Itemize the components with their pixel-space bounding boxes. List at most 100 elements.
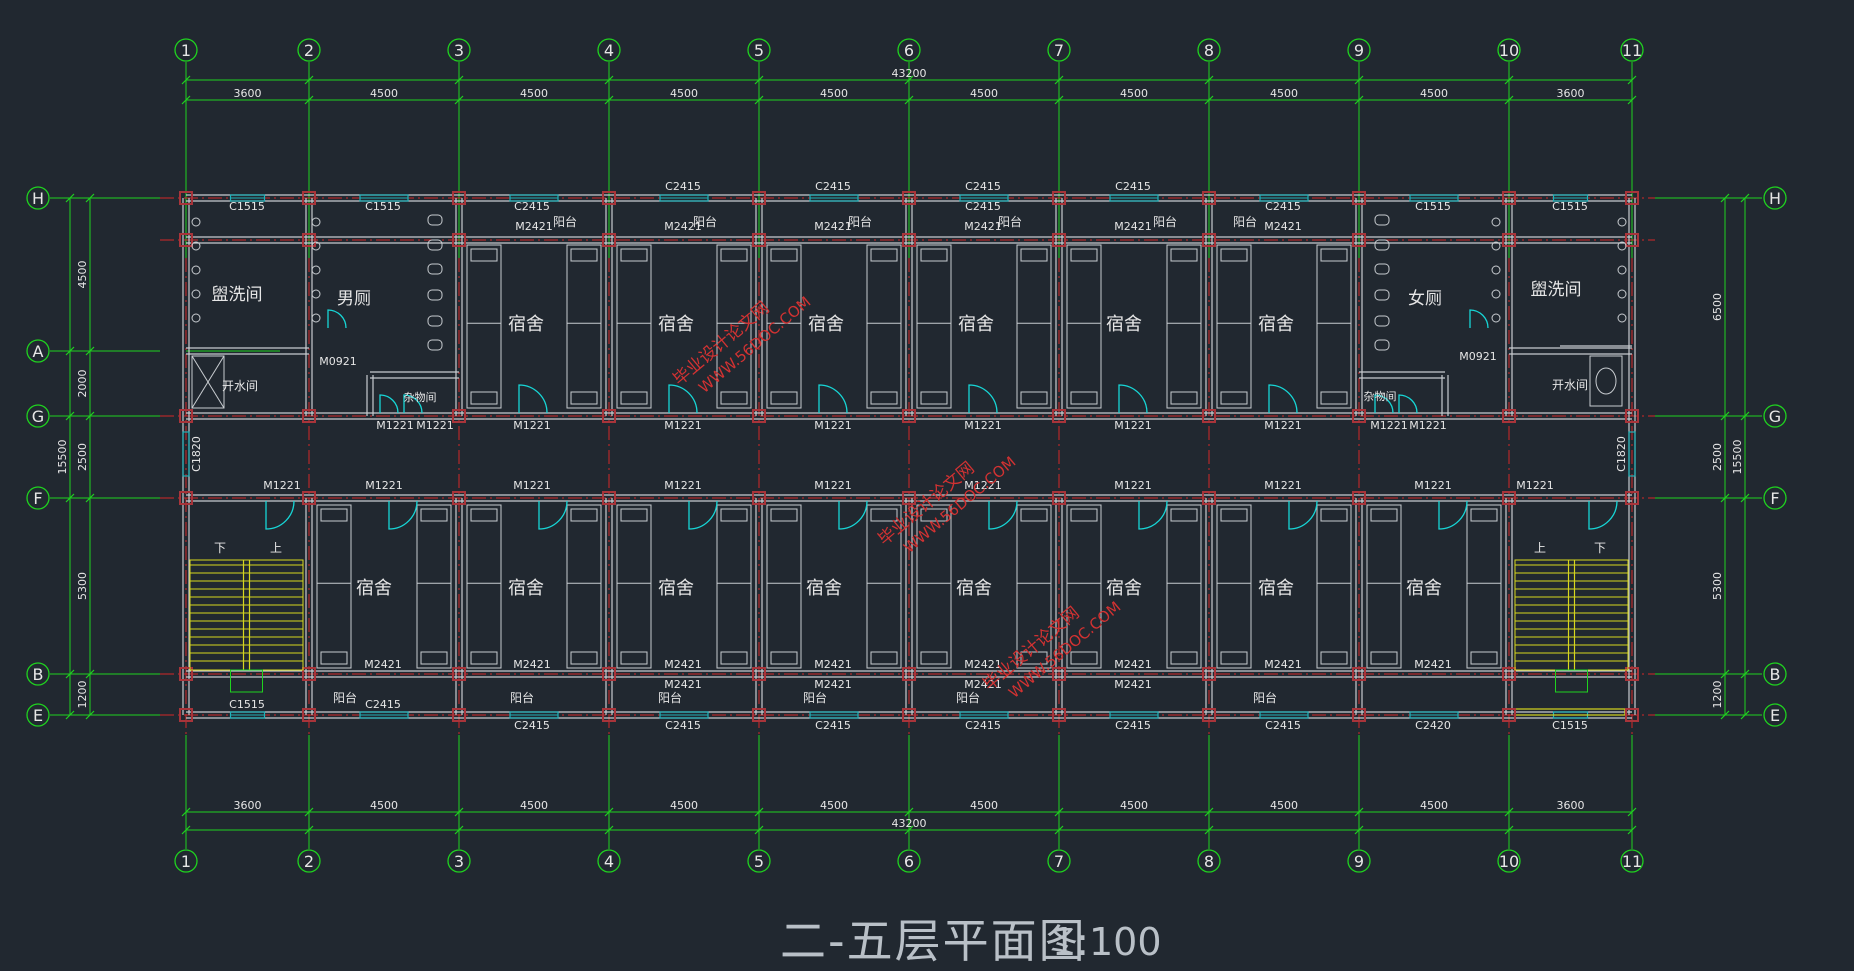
sink-fixture [311,265,321,275]
bed [916,244,952,409]
dim-text-bay-bottom: 3600 [234,799,262,812]
dim-tick [85,346,95,356]
dim-text-bay-bottom: 4500 [370,799,398,812]
axis-bubble-9 [1347,38,1371,62]
room-label-mens-toilet: 男厕 [337,289,371,309]
door-swing [818,384,848,414]
door-tag: M2421 [814,678,852,691]
axis-bubble-label-8: 8 [1204,852,1214,871]
window-layer [182,194,1636,719]
dim-text-bay-top: 4500 [970,87,998,100]
column [902,667,916,681]
pillow [470,391,498,405]
door-tag: M2421 [964,220,1002,233]
wall-layer [182,194,1636,719]
bed [1216,244,1252,409]
sink-fixture [311,313,321,323]
dim-tick [1740,710,1750,720]
column [1352,191,1366,205]
door-tag: M1221 [664,479,702,492]
dim-tick [1720,493,1730,503]
axis-bubble-label-7: 7 [1054,852,1064,871]
axis-bubble-label-10: 10 [1499,852,1519,871]
room-label-dorm: 宿舍 [658,578,694,599]
window-tag: C1820 [1615,436,1628,472]
column [302,708,316,722]
stair-label-down: 下 [214,541,226,555]
axis-bubble-label-E: E [33,706,43,725]
room-label-dorm: 宿舍 [806,578,842,599]
door-tag: M1221 [1114,419,1152,432]
pillow [1170,391,1198,405]
dim-text-bay-top: 4500 [1120,87,1148,100]
dim-text-bay-top: 4500 [1420,87,1448,100]
column [1502,233,1516,247]
axis-bubble-10 [1497,38,1521,62]
axis-bubble-label-4: 4 [604,852,614,871]
room-label-dorm: 宿舍 [508,314,544,335]
window-tag: C1820 [190,436,203,472]
dim-tick [1627,825,1637,835]
room-label-womens-toilet: 女厕 [1408,289,1442,309]
dim-tick [604,825,614,835]
pillow [1370,508,1398,522]
door-tag: M1221 [664,419,702,432]
door-tag: M1221 [964,419,1002,432]
axis-bubble-label-3: 3 [454,852,464,871]
dim-text-bay-top: 4500 [520,87,548,100]
axis-bubble-5 [747,849,771,873]
pillow [1220,508,1248,522]
column [1052,708,1066,722]
dim-text-left: 2000 [76,370,89,398]
door-swing [1268,384,1298,414]
column [179,191,193,205]
window-tag: C1515 [1415,200,1451,213]
column [302,491,316,505]
column [1352,667,1366,681]
column [752,409,766,423]
axis-bubble-5 [747,38,771,62]
dim-tick [1354,95,1364,105]
axis-bubble-label-9: 9 [1354,852,1364,871]
column [1202,667,1216,681]
dim-tick [181,825,191,835]
pillow [570,391,598,405]
door-swing [1588,500,1618,530]
dim-tick [65,411,75,421]
window-tag: C1515 [1552,719,1588,732]
sink-fixture [191,265,201,275]
window-tag: C2415 [665,180,701,193]
pillow [920,248,948,262]
dim-tick [65,710,75,720]
sink-fixture [1491,217,1501,227]
window-tag: C2415 [815,719,851,732]
column [1352,233,1366,247]
column [452,491,466,505]
door-swing [388,500,418,530]
window-tag: C2415 [514,200,550,213]
door-tag: M2421 [1114,658,1152,671]
axis-bubble-label-F: F [1770,489,1779,508]
sink-fixture [311,241,321,251]
dim-tick [604,807,614,817]
column [752,191,766,205]
pillow [470,248,498,262]
room-label-dorm: 宿舍 [1406,578,1442,599]
door-swing [1438,500,1468,530]
sink-fixture [1491,241,1501,251]
dim-tick [904,75,914,85]
column [902,233,916,247]
bed [1366,504,1402,669]
axis-bubble-label-B: B [1770,665,1781,684]
room-label-dorm: 宿舍 [956,578,992,599]
dim-tick [1504,75,1514,85]
bed [716,244,752,409]
door-swing [1469,309,1489,329]
pillow [920,651,948,665]
dim-text-right: 2500 [1711,443,1724,471]
axis-bubble-6 [897,38,921,62]
axis-bubble-6 [897,849,921,873]
window-tag: C2415 [965,200,1001,213]
column [179,409,193,423]
pillow [770,391,798,405]
